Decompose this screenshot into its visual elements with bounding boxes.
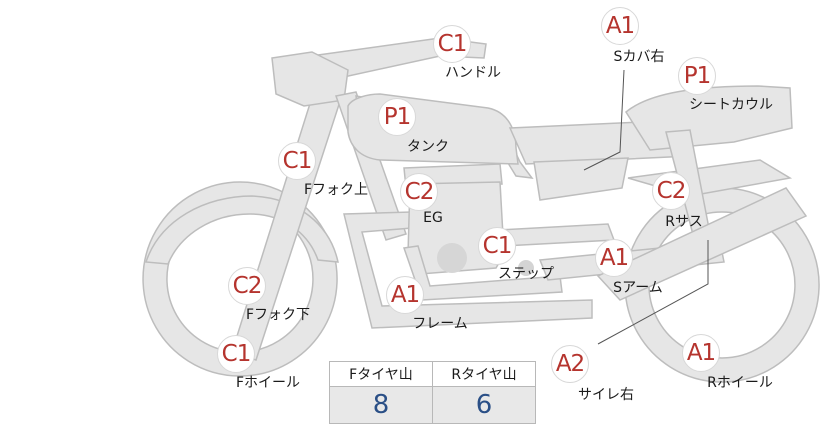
grade-badge-front-fork-upper: C1 [278,142,316,180]
grade-badge-side-cover-right: A1 [601,7,639,45]
grade-badge-muffler-right: A2 [551,345,589,383]
part-label-step: ステップ [498,266,554,282]
grade-text: A1 [390,282,420,308]
grade-text: A1 [605,13,635,39]
grade-text: C1 [221,341,252,367]
muffler-shape [596,187,808,301]
grade-text: A2 [555,351,585,377]
grade-badge-handle: C1 [433,25,471,63]
grade-text: A1 [599,245,629,271]
part-label-frame: フレーム [412,316,468,332]
rear-tread-value: 6 [432,386,536,424]
part-label-front-fork-lower: Fフォク下 [245,307,311,323]
part-label-front-fork-upper: Fフォク上 [303,182,369,198]
engine-cover-shape [437,243,467,273]
grade-text: C2 [232,273,263,299]
grade-text: C2 [404,179,435,205]
rear-tread-header: Rタイヤ山 [432,361,536,387]
grade-text: C1 [282,148,313,174]
side-cover-shape [533,157,629,201]
part-label-seat-cowl: シートカウル [689,97,773,113]
tire-tread-table: Fタイヤ山 Rタイヤ山 8 6 [329,361,536,424]
part-label-handle: ハンドル [445,65,501,81]
grade-text: P1 [683,63,711,89]
grade-badge-rear-suspension: C2 [652,172,690,210]
part-label-rear-suspension: Rサス [665,214,703,230]
grade-badge-tank: P1 [378,98,416,136]
tire-tread-value-row: 8 6 [329,386,536,424]
grade-badge-front-wheel: C1 [217,335,255,373]
grade-badge-rear-wheel: A1 [682,334,720,372]
grade-badge-step: C1 [478,227,516,265]
grade-text: C1 [437,31,468,57]
grade-badge-seat-cowl: P1 [678,57,716,95]
grade-badge-swing-arm: A1 [595,239,633,277]
part-label-engine: EG [423,210,443,226]
part-label-muffler-right: サイレ右 [578,387,634,403]
grade-text: P1 [383,104,411,130]
grade-badge-frame: A1 [386,276,424,314]
grade-badge-front-fork-lower: C2 [228,267,266,305]
part-label-side-cover-right: Sカバ右 [613,49,665,65]
leader-line-side-cover [583,69,625,171]
part-label-front-wheel: Fホイール [235,375,301,391]
front-tread-header: Fタイヤ山 [329,361,433,387]
leader-line-muffler [597,240,709,345]
grade-text: C2 [656,178,687,204]
grade-text: C1 [482,233,513,259]
part-label-swing-arm: Sアーム [613,280,663,296]
grade-badge-engine: C2 [400,173,438,211]
step-knob-shape [518,260,534,276]
grade-text: A1 [686,340,716,366]
front-tread-value: 8 [329,386,433,424]
tire-tread-header-row: Fタイヤ山 Rタイヤ山 [329,361,536,387]
part-label-rear-wheel: Rホイール [707,375,773,391]
part-label-tank: タンク [407,139,449,155]
